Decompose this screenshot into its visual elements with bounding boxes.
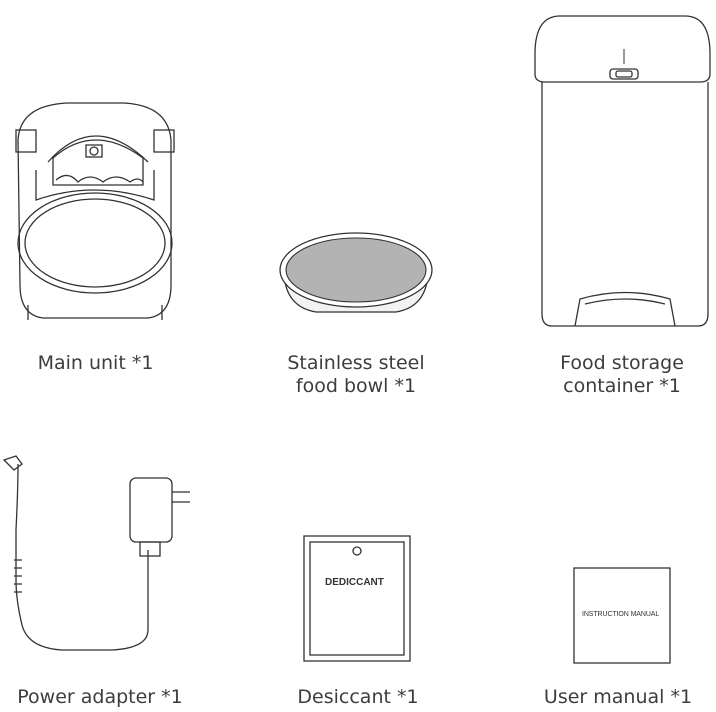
- storage-container-illustration: [530, 14, 716, 329]
- power-adapter-caption: Power adapter *1: [17, 686, 183, 708]
- main-unit-illustration: [8, 100, 183, 325]
- desiccant-label: DEDICCANT: [325, 577, 384, 588]
- main-unit-caption: Main unit *1: [37, 352, 154, 374]
- power-adapter-illustration: [2, 450, 197, 665]
- food-bowl-illustration: [276, 222, 436, 320]
- food-bowl-caption: Stainless steel food bowl *1: [287, 352, 425, 397]
- storage-container-caption: Food storage container *1: [560, 352, 684, 397]
- desiccant-illustration: DEDICCANT: [303, 535, 411, 662]
- desiccant-caption: Desiccant *1: [297, 686, 419, 708]
- user-manual-caption: User manual *1: [543, 686, 693, 708]
- user-manual-illustration: INSTRUCTION MANUAL: [573, 567, 671, 664]
- user-manual-label: INSTRUCTION MANUAL: [582, 611, 660, 618]
